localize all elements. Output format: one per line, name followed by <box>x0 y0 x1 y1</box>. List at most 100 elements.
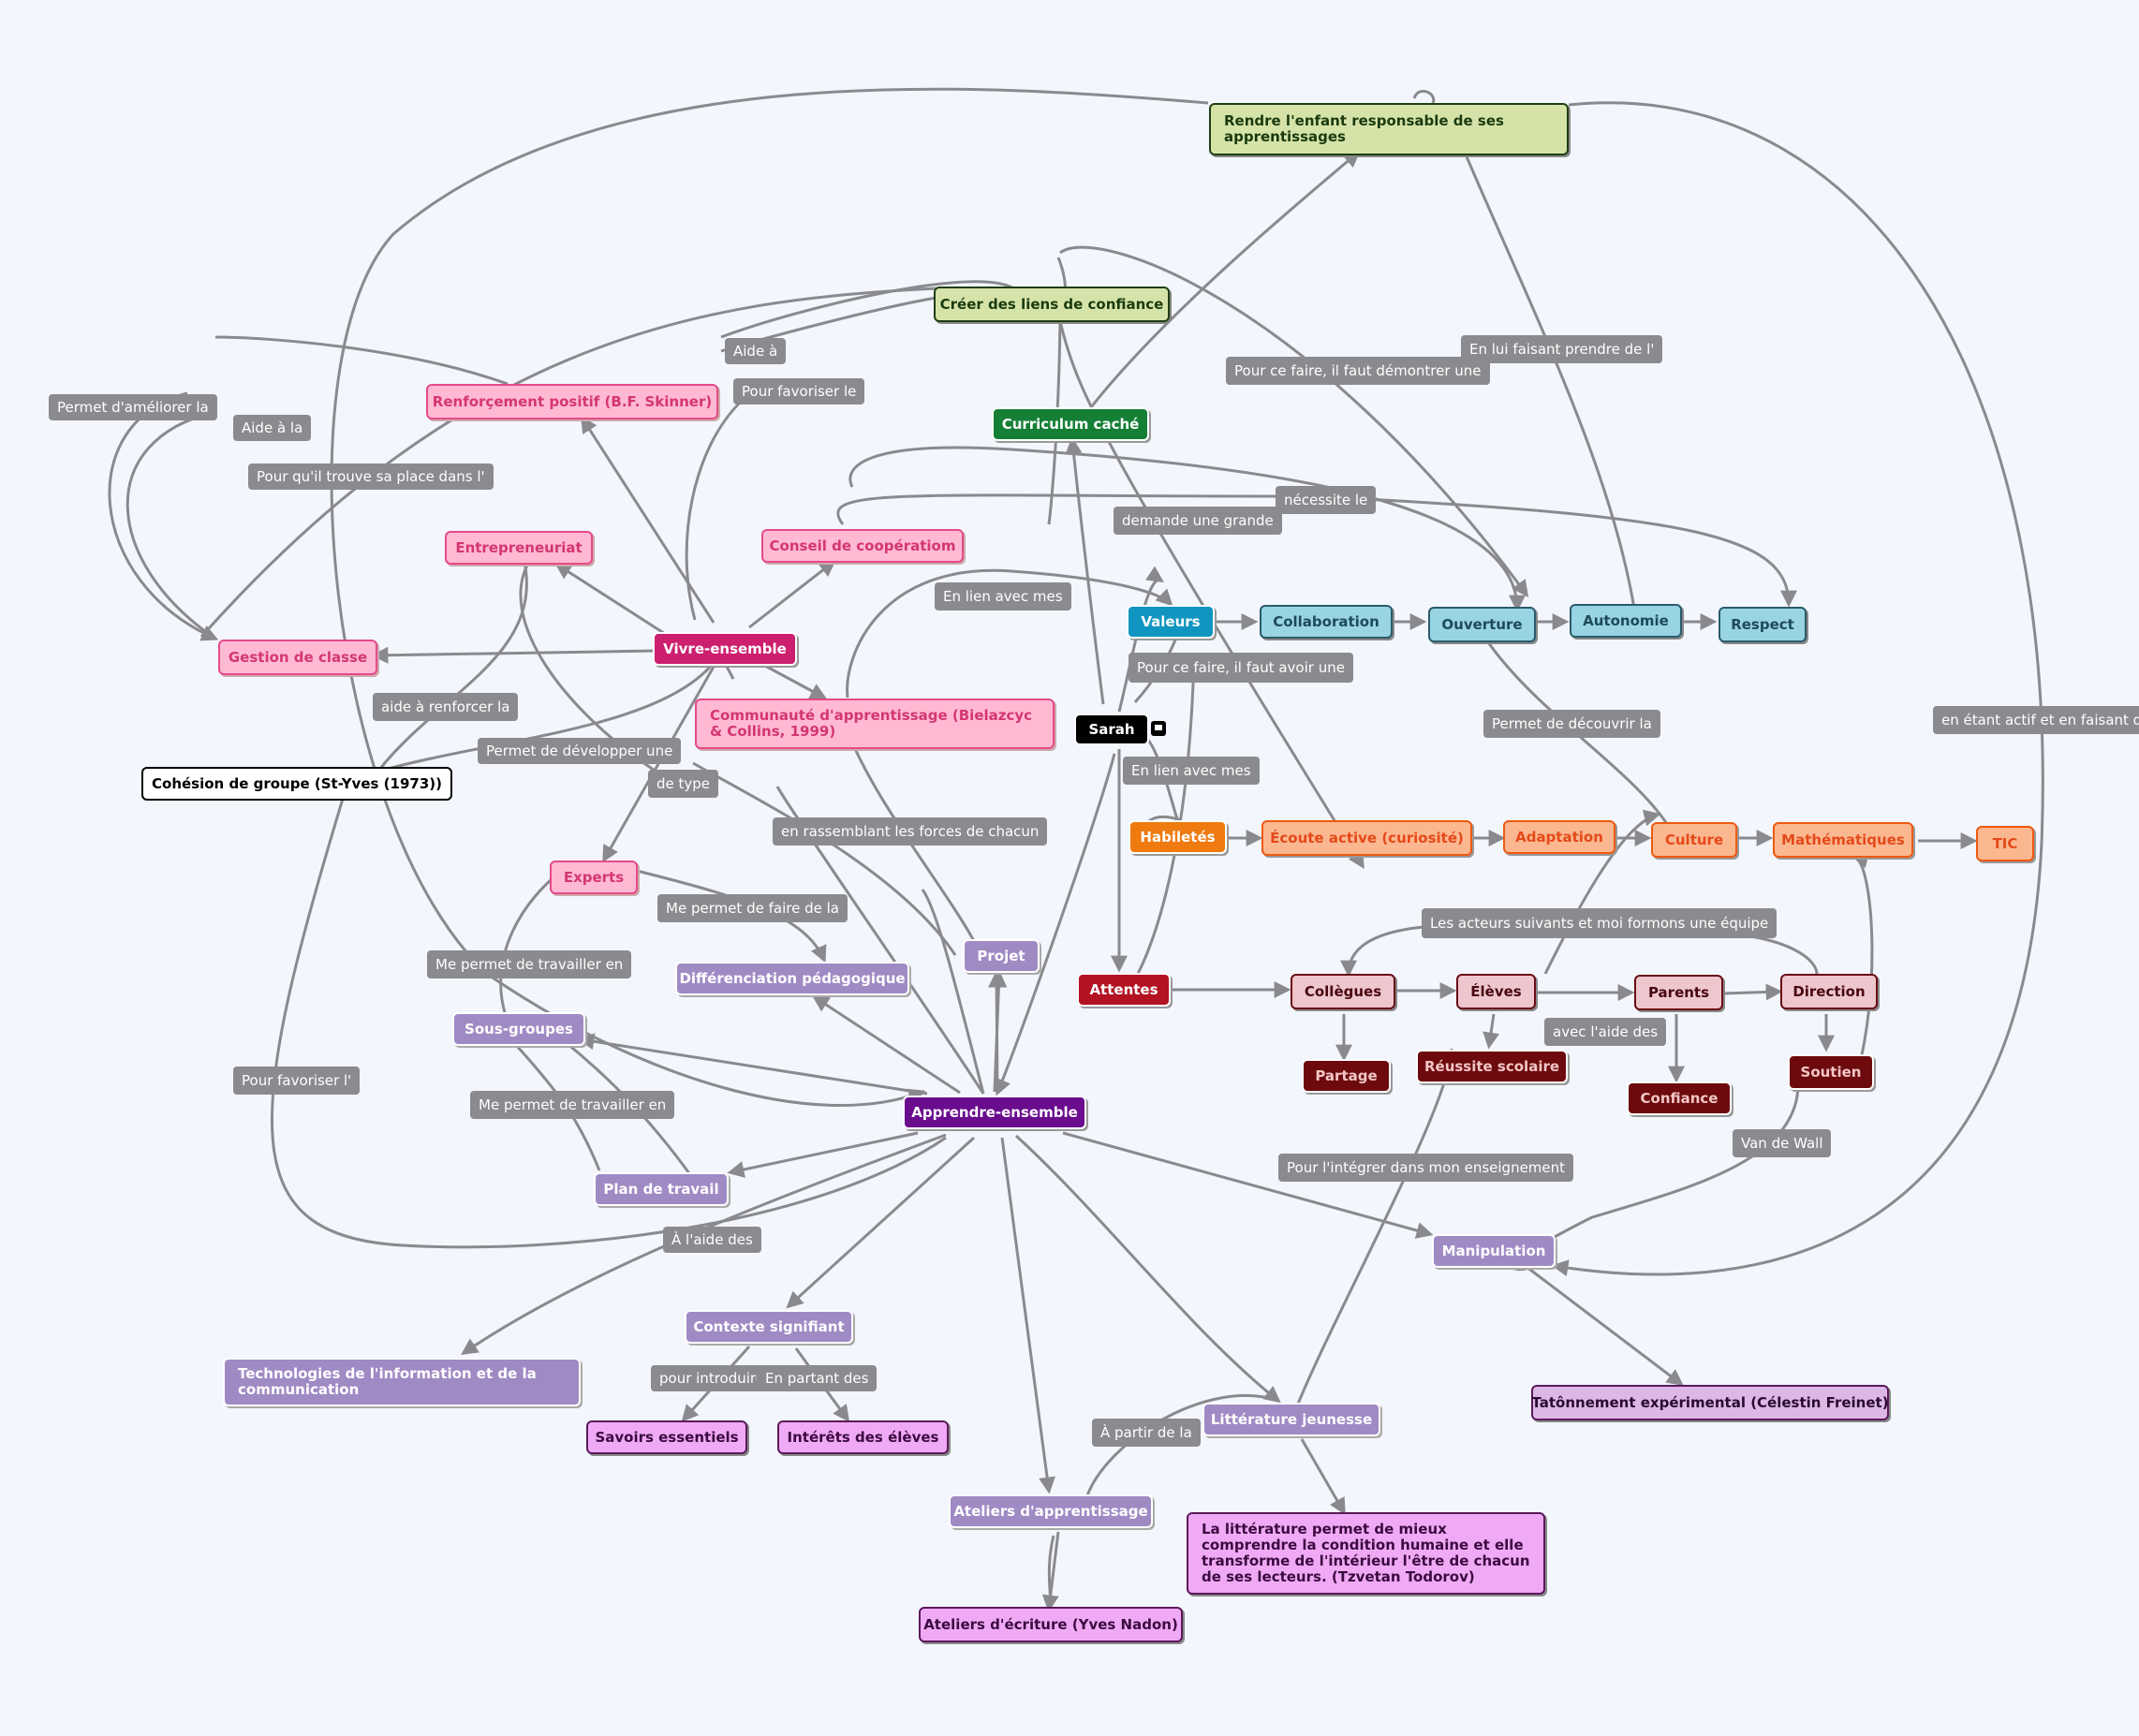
node-sousgroupes[interactable]: Sous-groupes <box>452 1012 585 1046</box>
link <box>988 970 1006 1095</box>
link <box>1543 809 1661 975</box>
node-collegues[interactable]: Collègues <box>1291 974 1395 1009</box>
node-ateliersE[interactable]: Ateliers d'écriture (Yves Nadon) <box>919 1607 1183 1642</box>
node-contexte[interactable]: Contexte signifiant <box>685 1310 853 1344</box>
link <box>1059 245 1529 597</box>
node-litterature[interactable]: Littérature jeunesse <box>1202 1403 1380 1436</box>
link <box>1722 983 1783 1001</box>
link-label-avec-aide: avec l'aide des <box>1544 1018 1667 1046</box>
link-label-acteurs: Les acteurs suivants et moi formons une … <box>1422 908 1778 938</box>
node-collaboration[interactable]: Collaboration <box>1260 605 1393 639</box>
node-respect[interactable]: Respect <box>1719 607 1807 642</box>
node-creer[interactable]: Créer des liens de confiance <box>934 287 1170 322</box>
note-icon[interactable] <box>1151 721 1166 736</box>
node-soutien[interactable]: Soutien <box>1788 1054 1874 1090</box>
node-gestion[interactable]: Gestion de classe <box>218 640 377 675</box>
node-ecoute[interactable]: Écoute active (curiosité) <box>1261 820 1472 856</box>
node-ouverture[interactable]: Ouverture <box>1428 607 1536 642</box>
link <box>775 786 985 1095</box>
link <box>1464 154 1636 610</box>
link <box>1300 1438 1346 1516</box>
node-attentes[interactable]: Attentes <box>1077 973 1171 1007</box>
link <box>685 401 742 621</box>
link <box>581 415 715 624</box>
node-tatonnement[interactable]: Tatônnement expérimental (Célestin Frein… <box>1531 1385 1889 1420</box>
link <box>1047 320 1062 525</box>
node-habiletes[interactable]: Habiletés <box>1129 820 1227 854</box>
link-label-de-type: de type <box>648 770 719 798</box>
link-label-travailler-2: Me permet de travailler en <box>470 1091 675 1119</box>
link <box>1526 1265 1684 1387</box>
link <box>1412 89 1436 104</box>
link-label-aide-a-la: Aide à la <box>233 415 312 441</box>
link-label-permet-decouvrir: Permet de découvrir la <box>1483 710 1660 738</box>
link-label-me-permet-faire: Me permet de faire de la <box>657 894 848 922</box>
node-parents[interactable]: Parents <box>1634 975 1723 1010</box>
node-direction[interactable]: Direction <box>1780 974 1878 1009</box>
link <box>1340 925 1424 978</box>
node-reussite[interactable]: Réussite scolaire <box>1416 1050 1568 1083</box>
node-tic[interactable]: TIC <box>1976 826 2034 861</box>
link <box>1014 1134 1281 1404</box>
link <box>377 561 528 771</box>
link <box>270 786 947 1249</box>
node-citation[interactable]: La littérature permet de mieux comprendr… <box>1187 1512 1545 1595</box>
link-label-en-lien-mes-1: En lien avec mes <box>935 582 1071 611</box>
node-partage[interactable]: Partage <box>1302 1059 1391 1093</box>
link-label-necessite: nécessite le <box>1276 486 1377 514</box>
link-label-permet-ameliorer: Permet d'améliorer la <box>49 394 217 420</box>
link <box>848 446 1526 612</box>
link <box>1750 934 1819 975</box>
node-differenciation[interactable]: Différenciation pédagogique <box>675 962 909 995</box>
node-adaptation[interactable]: Adaptation <box>1503 820 1615 854</box>
node-renforcement[interactable]: Renforçement positif (B.F. Skinner) <box>426 384 718 419</box>
link-label-en-lien-mes-2: En lien avec mes <box>1123 757 1260 785</box>
link <box>786 1136 976 1309</box>
node-rendre[interactable]: Rendre l'enfant responsable de ses appre… <box>1209 103 1569 155</box>
link-label-rassemblant: en rassemblant les forces de chacun <box>773 817 1048 846</box>
node-projet[interactable]: Projet <box>963 939 1040 973</box>
node-sarah[interactable]: Sarah <box>1074 714 1149 745</box>
link-label-pour-favoriser-le: Pour favoriser le <box>733 378 865 405</box>
node-apprendre[interactable]: Apprendre-ensemble <box>903 1096 1086 1129</box>
node-cohesion[interactable]: Cohésion de groupe (St-Yves (1973)) <box>141 767 452 801</box>
link <box>1089 150 1361 408</box>
node-autonomie[interactable]: Autonomie <box>1570 604 1682 638</box>
link <box>1000 1137 1056 1494</box>
node-eleves[interactable]: Élèves <box>1456 974 1536 1009</box>
link <box>1136 655 1196 975</box>
node-valeurs[interactable]: Valeurs <box>1127 605 1215 639</box>
node-manipulation[interactable]: Manipulation <box>1432 1234 1556 1268</box>
link <box>125 410 216 640</box>
link <box>1058 320 1365 870</box>
node-entrepreneuriat[interactable]: Entrepreneuriat <box>445 531 593 565</box>
node-curriculum[interactable]: Curriculum caché <box>992 407 1149 441</box>
link-label-aide-renforcer: aide à renforcer la <box>373 693 519 721</box>
node-vivre[interactable]: Vivre-ensemble <box>653 632 797 666</box>
node-ateliersA[interactable]: Ateliers d'apprentissage <box>949 1494 1153 1528</box>
link <box>995 753 1116 1096</box>
link <box>1551 101 2044 1277</box>
node-mathematiques[interactable]: Mathématiques <box>1773 822 1913 858</box>
link-label-pour-ce-faire-avoir: Pour ce faire, il faut avoir une <box>1129 653 1353 683</box>
node-interets[interactable]: Intérêts des élèves <box>777 1420 949 1454</box>
node-experts[interactable]: Experts <box>550 861 638 894</box>
node-communaute[interactable]: Communauté d'apprentissage (Bielazcyc & … <box>695 699 1055 749</box>
node-technologies[interactable]: Technologies de l'information et de la c… <box>223 1358 581 1406</box>
link-label-travailler-1: Me permet de travailler en <box>427 950 632 978</box>
link-label-integrer: Pour l'intégrer dans mon enseignement <box>1278 1154 1574 1182</box>
node-culture[interactable]: Culture <box>1651 822 1737 858</box>
link <box>748 559 836 629</box>
link <box>811 995 961 1095</box>
link <box>1062 1131 1434 1239</box>
link-label-partant: En partant des <box>757 1365 878 1391</box>
link <box>727 1131 919 1178</box>
node-confiance[interactable]: Confiance <box>1627 1081 1732 1115</box>
link <box>1047 1535 1055 1610</box>
node-savoirs[interactable]: Savoirs essentiels <box>586 1420 747 1454</box>
node-conseil[interactable]: Conseil de coopératiom <box>761 529 964 563</box>
node-plan[interactable]: Plan de travail <box>594 1172 729 1206</box>
link-label-en-lui-faisant: En lui faisant prendre de l' <box>1461 335 1663 363</box>
